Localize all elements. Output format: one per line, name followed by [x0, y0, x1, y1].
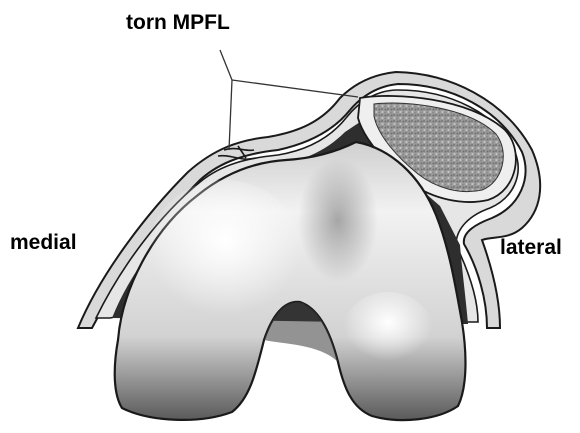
torn-mpfl-label: torn MPFL: [126, 12, 230, 33]
trochlear-groove-shadow: [298, 158, 378, 282]
lateral-condyle-highlight: [343, 292, 433, 368]
medial-condyle-highlight: [147, 180, 303, 330]
lateral-label: lateral: [500, 237, 562, 258]
medial-label: medial: [10, 232, 77, 253]
